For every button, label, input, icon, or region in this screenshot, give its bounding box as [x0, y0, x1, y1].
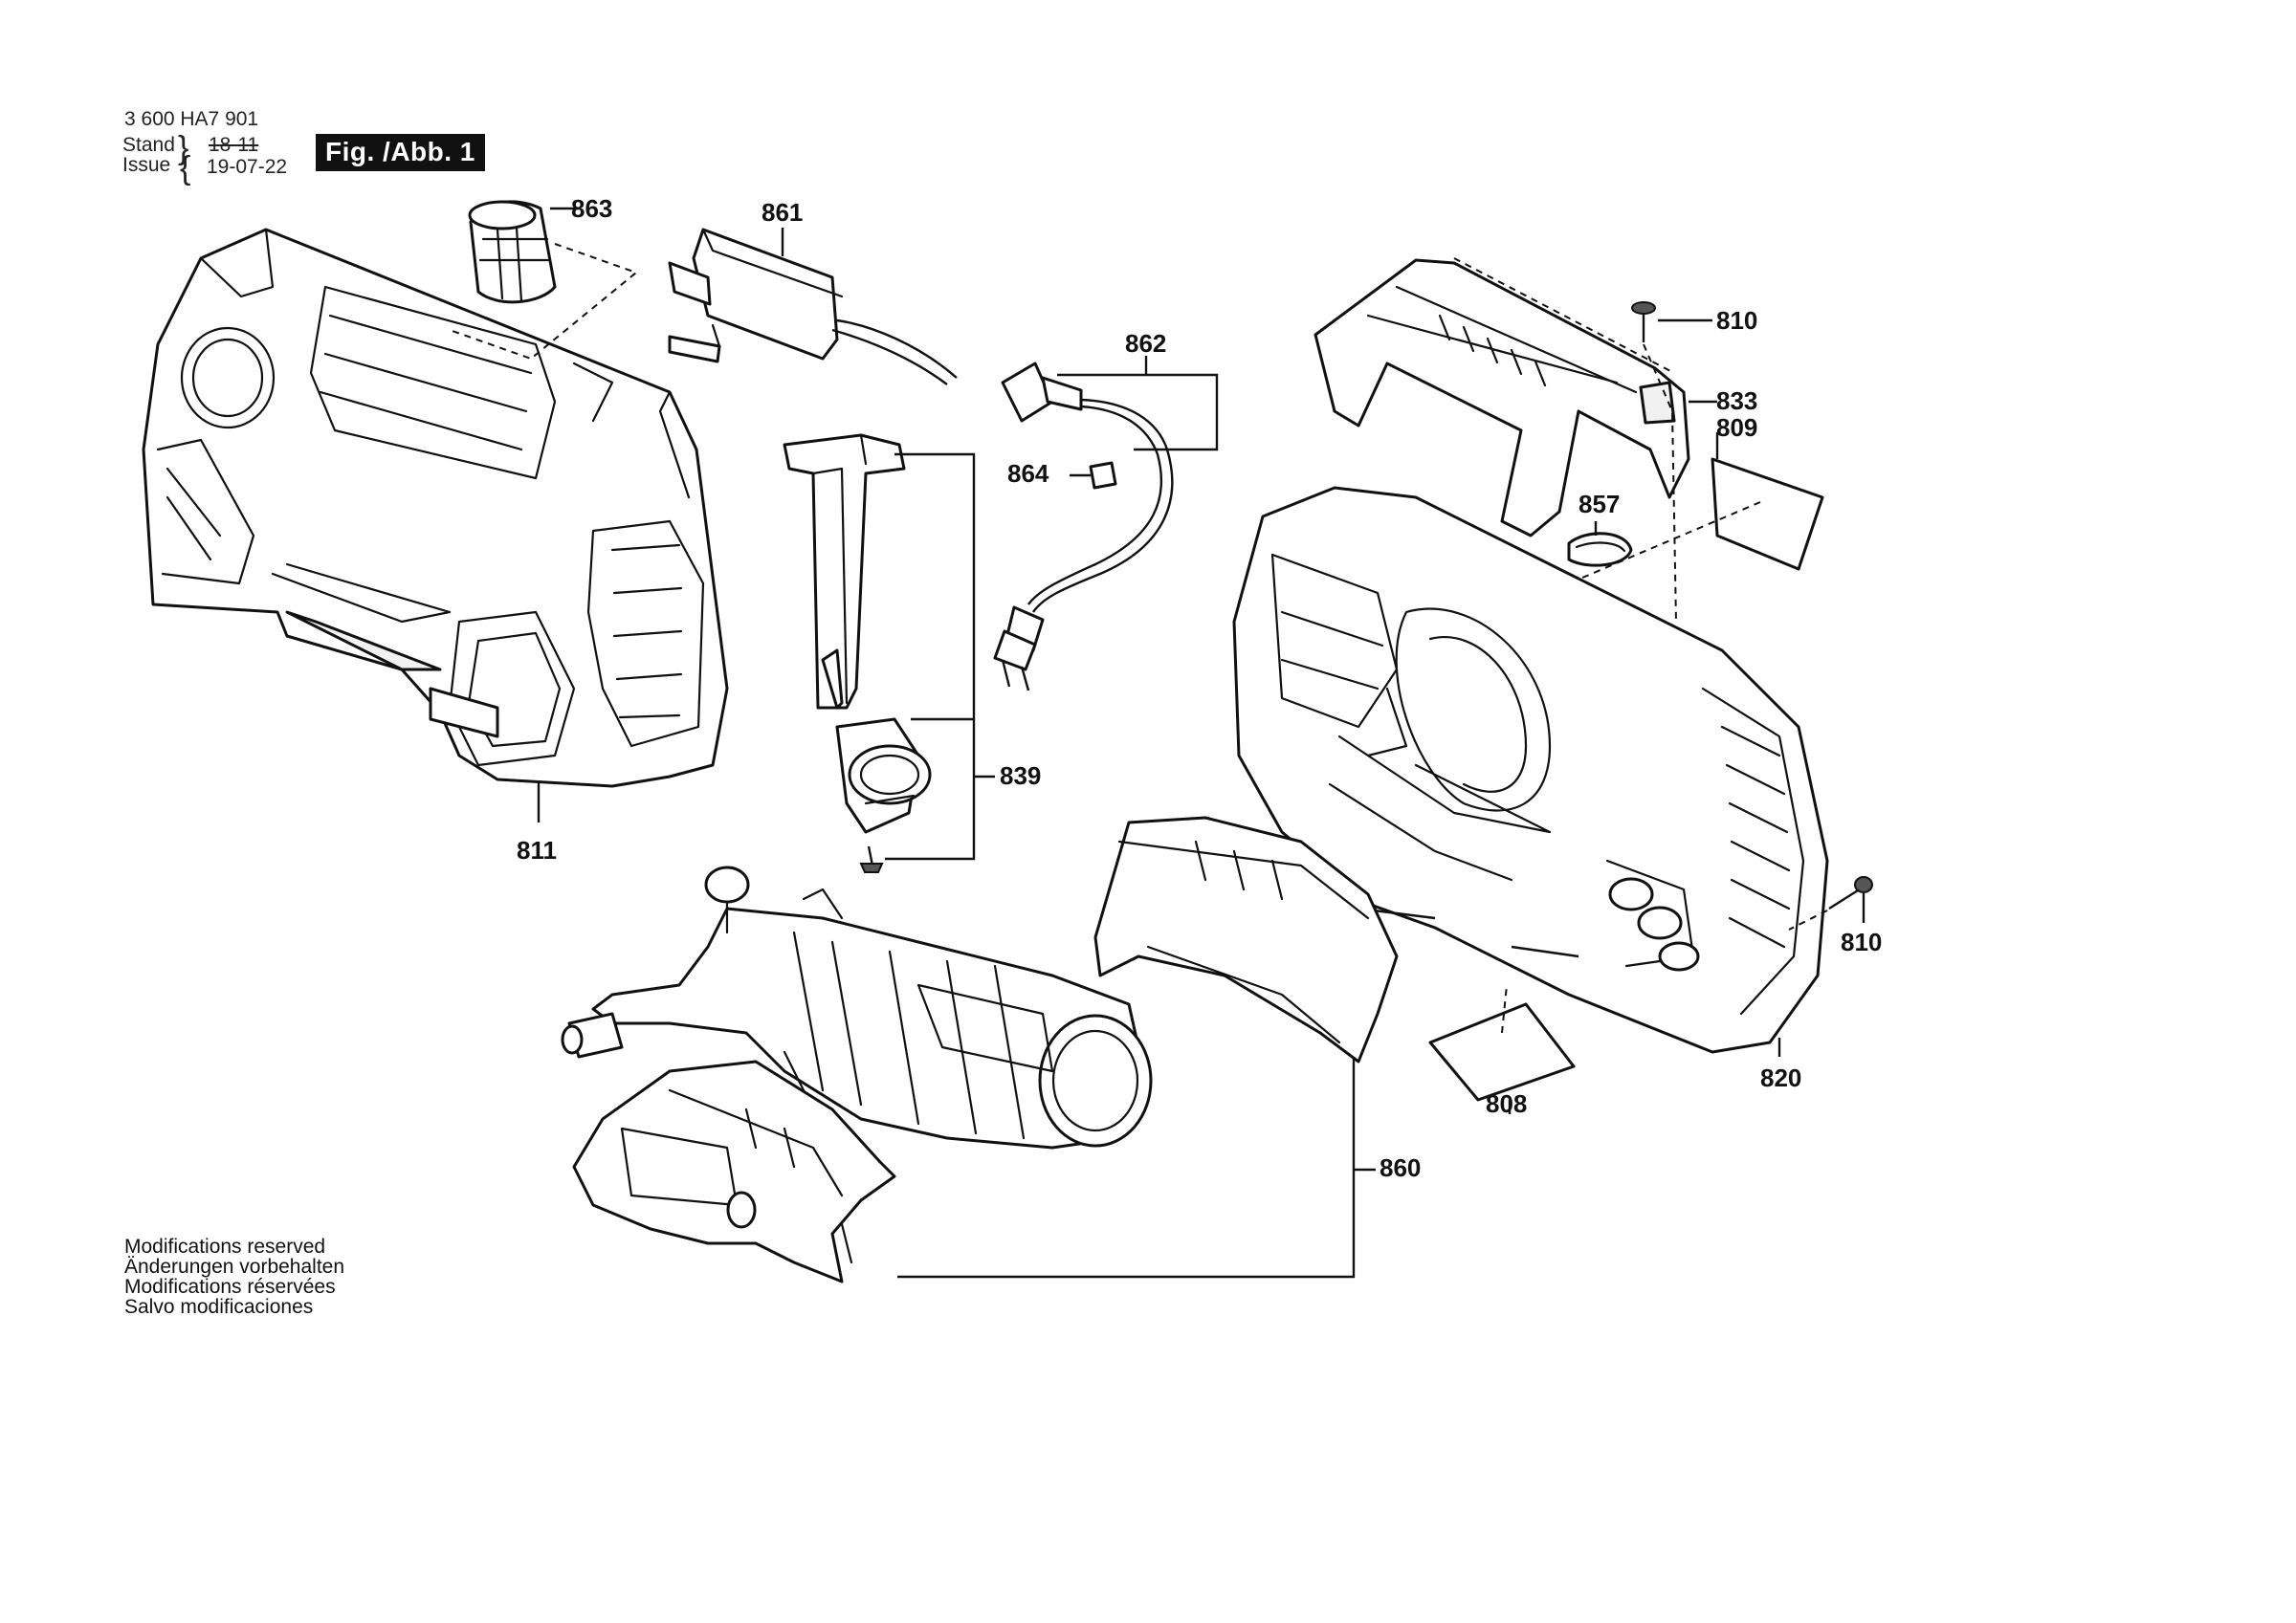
old-date: 18-11 [209, 134, 259, 156]
part-860-upper-shroud [1093, 816, 1399, 1064]
bracket-860 [897, 1057, 1356, 1279]
callout-820: 820 [1760, 1064, 1802, 1092]
part-862-power-cord [993, 362, 1174, 691]
part-810-screw-right [1828, 876, 1873, 910]
callout-808: 808 [1486, 1089, 1528, 1118]
part-833-top-frame [1314, 258, 1690, 537]
callout-810-right: 810 [1841, 928, 1883, 956]
stand-label: Stand [122, 134, 175, 156]
modifications-line-fr: Modifications réservées [124, 1276, 336, 1298]
callout-833: 833 [1716, 386, 1758, 415]
modifications-line-en: Modifications reserved [124, 1236, 326, 1258]
part-808-label [1428, 1002, 1576, 1102]
assembly-line-863 [449, 243, 639, 361]
part-864-clip [1089, 461, 1117, 490]
bracket-839 [885, 452, 976, 861]
part-839-handle [783, 433, 906, 710]
part-810-screw-top [1631, 301, 1656, 342]
brace-icon: { [180, 150, 191, 186]
part-857-cap [1567, 532, 1633, 567]
part-839-screw [859, 845, 884, 873]
document-number: 3 600 HA7 901 [124, 108, 259, 130]
modifications-line-de: Änderungen vorbehalten [124, 1256, 345, 1278]
part-861-switch [668, 228, 958, 385]
callout-809: 809 [1716, 413, 1758, 442]
issue-date: 19-07-22 [207, 156, 288, 178]
modifications-notice: Modifications reserved Änderungen vorbeh… [124, 1237, 344, 1317]
brace-icon: } [178, 130, 189, 166]
assembly-line-833 [1453, 257, 1675, 374]
callout-811: 811 [517, 836, 557, 865]
part-860-motor [561, 866, 1153, 1150]
callout-860: 860 [1380, 1153, 1422, 1182]
modifications-line-es: Salvo modificaciones [124, 1296, 314, 1318]
issue-label: Issue [122, 154, 171, 176]
callout-857: 857 [1578, 490, 1621, 518]
part-863-knob [468, 200, 557, 304]
callout-839: 839 [1000, 761, 1042, 790]
part-811-front-cover [142, 228, 729, 788]
part-809-label [1711, 457, 1824, 571]
callout-864: 864 [1007, 459, 1049, 488]
part-860-lower-shroud [572, 1060, 896, 1283]
assembly-line-809 [1568, 501, 1761, 584]
callout-862: 862 [1125, 329, 1167, 358]
callout-810-top: 810 [1716, 306, 1758, 335]
assembly-line-810 [1643, 343, 1677, 623]
part-820-rear-housing [1232, 486, 1829, 1054]
callout-861: 861 [762, 198, 804, 227]
callout-863: 863 [571, 194, 613, 223]
bracket-862 [1057, 373, 1219, 451]
part-839-holder [835, 717, 932, 834]
figure-label: Fig. /Abb. 1 [316, 134, 485, 171]
assembly-line-808 [1501, 984, 1508, 1034]
